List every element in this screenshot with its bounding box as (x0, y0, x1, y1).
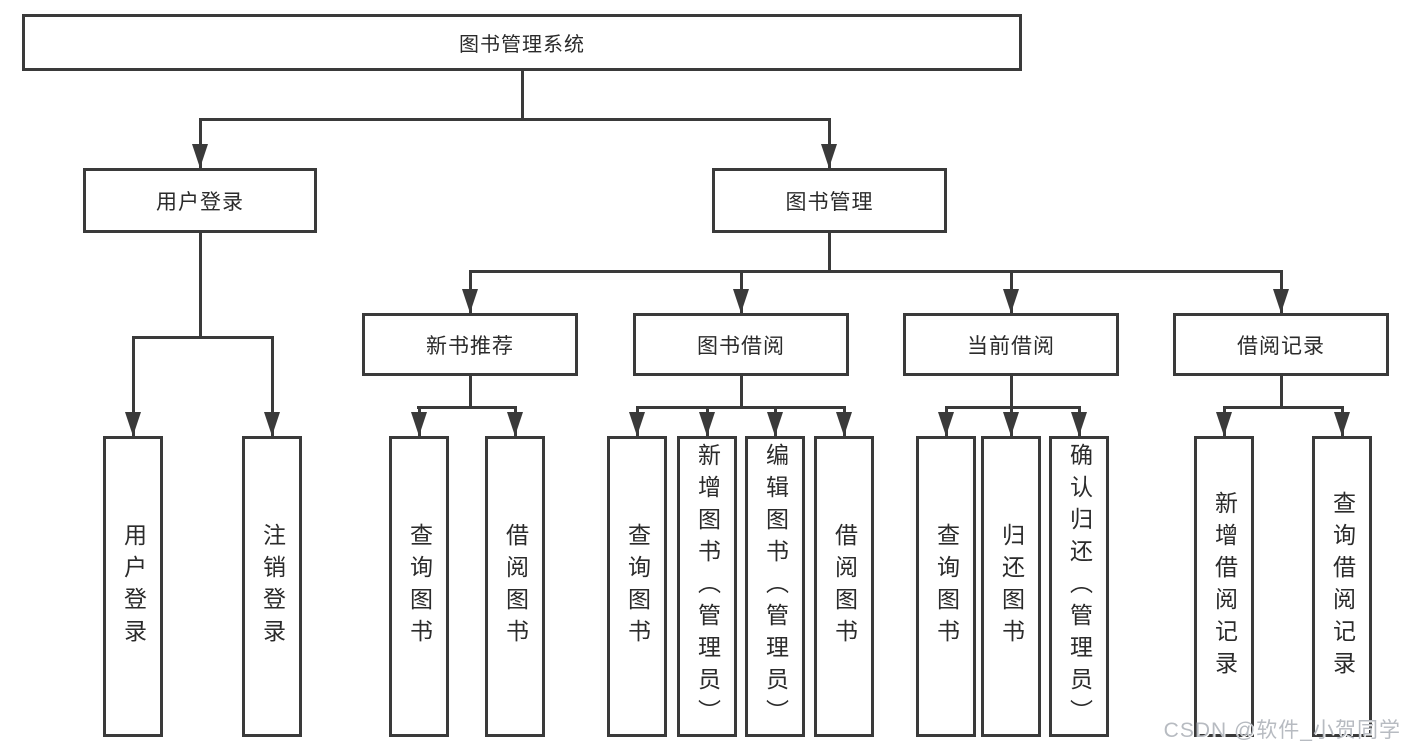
connector-recommend-bar (417, 406, 517, 409)
arrow-down-icon (699, 412, 715, 436)
arrow-down-icon (125, 412, 141, 436)
connector-root-trunk (521, 70, 524, 118)
leaf-query-books-recommend: 查询图书 (389, 436, 449, 737)
connector-to-leaf-user-login (132, 336, 135, 436)
arrow-down-icon (411, 412, 427, 436)
arrow-down-icon (1003, 412, 1019, 436)
arrow-down-icon (938, 412, 954, 436)
leaf-confirm-return-admin: 确认归还（管理员） (1049, 436, 1109, 737)
arrow-down-icon (1071, 412, 1087, 436)
connector-borrow-trunk (740, 376, 743, 406)
connector-user-login-trunk (199, 233, 202, 336)
connector-current-trunk (1010, 376, 1013, 406)
arrow-down-icon (821, 144, 837, 168)
leaf-borrow-books-recommend: 借阅图书 (485, 436, 545, 737)
node-new-book-recommend: 新书推荐 (362, 313, 578, 376)
node-borrow-records: 借阅记录 (1173, 313, 1389, 376)
arrow-down-icon (1216, 412, 1232, 436)
leaf-return-book: 归还图书 (981, 436, 1041, 737)
connector-to-user-login (199, 118, 202, 168)
leaf-edit-book-admin: 编辑图书（管理员） (745, 436, 805, 737)
connector-root-bar (199, 118, 830, 121)
arrow-down-icon (192, 144, 208, 168)
connector-book-mgmt-bar (469, 270, 1282, 273)
arrow-down-icon (1003, 289, 1019, 313)
arrow-down-icon (462, 289, 478, 313)
arrow-down-icon (1334, 412, 1350, 436)
node-book-management: 图书管理 (712, 168, 947, 233)
connector-to-leaf-logout (271, 336, 274, 436)
leaf-user-login: 用户登录 (103, 436, 163, 737)
node-current-borrow: 当前借阅 (903, 313, 1119, 376)
connector-recommend-trunk (469, 376, 472, 406)
leaf-add-borrow-record: 新增借阅记录 (1194, 436, 1254, 737)
node-user-login: 用户登录 (83, 168, 317, 233)
arrow-down-icon (733, 289, 749, 313)
leaf-query-books-current: 查询图书 (916, 436, 976, 737)
leaf-query-books-borrow: 查询图书 (607, 436, 667, 737)
leaf-logout: 注销登录 (242, 436, 302, 737)
arrow-down-icon (767, 412, 783, 436)
node-book-borrow: 图书借阅 (633, 313, 849, 376)
leaf-query-borrow-record: 查询借阅记录 (1312, 436, 1372, 737)
arrow-down-icon (507, 412, 523, 436)
arrow-down-icon (1273, 289, 1289, 313)
leaf-borrow-books: 借阅图书 (814, 436, 874, 737)
connector-user-login-bar (132, 336, 274, 339)
connector-records-bar (1223, 406, 1344, 409)
connector-to-book-management (828, 118, 831, 168)
leaf-add-book-admin: 新增图书（管理员） (677, 436, 737, 737)
connector-book-mgmt-trunk (828, 233, 831, 270)
arrow-down-icon (264, 412, 280, 436)
connector-current-bar (945, 406, 1081, 409)
node-root: 图书管理系统 (22, 14, 1022, 71)
arrow-down-icon (836, 412, 852, 436)
csdn-watermark: CSDN @软件_小贺同学 (1163, 719, 1401, 742)
arrow-down-icon (629, 412, 645, 436)
connector-borrow-bar (636, 406, 846, 409)
connector-records-trunk (1280, 376, 1283, 406)
